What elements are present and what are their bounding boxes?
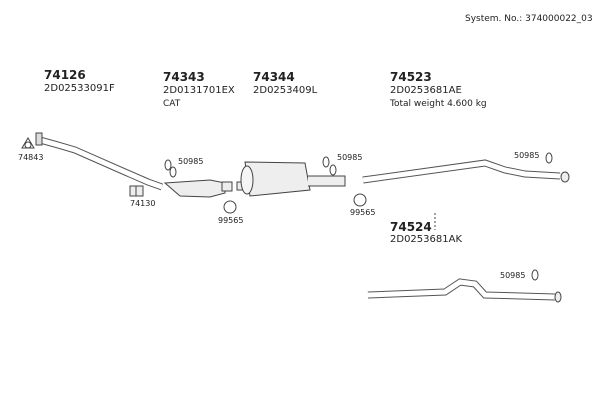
part-number[interactable]: 74126 bbox=[44, 68, 86, 82]
part-note: CAT bbox=[163, 99, 181, 109]
part-code: 2D0131701EX bbox=[163, 85, 235, 96]
part-number[interactable]: 74524 bbox=[390, 220, 432, 234]
part-code: 2D02533091F bbox=[44, 83, 115, 94]
clamp-icon bbox=[129, 185, 144, 197]
ring-clamp-icon bbox=[353, 193, 367, 207]
part-note: Total weight 4.600 kg bbox=[390, 99, 487, 109]
hanger-icon bbox=[545, 152, 553, 164]
part-number[interactable]: 74343 bbox=[163, 70, 205, 84]
callout-hanger[interactable]: 50985 bbox=[500, 271, 526, 280]
hanger-icon bbox=[164, 159, 177, 178]
callout-hanger[interactable]: 50985 bbox=[178, 157, 204, 166]
gasket-icon bbox=[21, 137, 35, 149]
middle-muffler-74344[interactable] bbox=[236, 161, 346, 197]
rear-pipe-74523[interactable] bbox=[362, 159, 570, 184]
hanger-icon bbox=[531, 269, 539, 281]
ring-clamp-icon bbox=[223, 200, 237, 214]
part-number[interactable]: 74344 bbox=[253, 70, 295, 84]
rear-pipe-74524[interactable] bbox=[367, 278, 562, 303]
part-code: 2D0253681AE bbox=[390, 85, 462, 96]
front-pipe-74126[interactable] bbox=[35, 132, 164, 191]
system-number: System. No.: 374000022_03 bbox=[465, 14, 593, 24]
part-code: 2D0253409L bbox=[253, 85, 318, 96]
callout-hanger[interactable]: 50985 bbox=[337, 153, 363, 162]
callout-gasket[interactable]: 74843 bbox=[18, 153, 44, 162]
catalytic-converter-74343[interactable] bbox=[163, 179, 233, 198]
callout-ring-clamp[interactable]: 99565 bbox=[218, 216, 244, 225]
callout-hanger[interactable]: 50985 bbox=[514, 151, 540, 160]
part-code: 2D0253681AK bbox=[390, 234, 462, 245]
callout-ring-clamp[interactable]: 99565 bbox=[350, 208, 376, 217]
callout-clamp[interactable]: 74130 bbox=[130, 199, 156, 208]
hanger-icon bbox=[322, 156, 337, 176]
part-number[interactable]: 74523 bbox=[390, 70, 432, 84]
